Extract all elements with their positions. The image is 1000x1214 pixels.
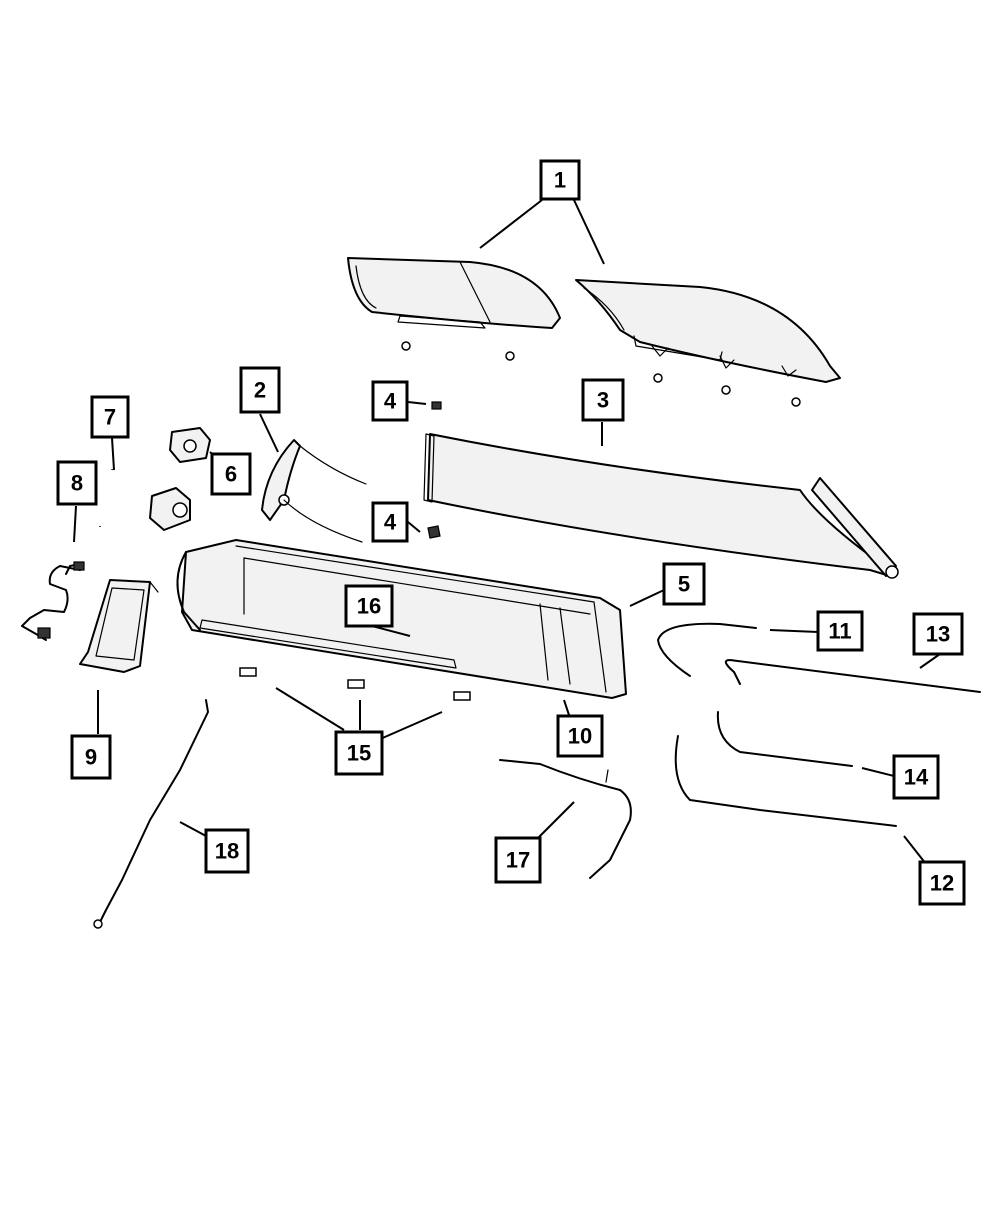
callout-14: 14 — [892, 754, 940, 800]
callout-6: 6 — [210, 452, 252, 496]
pad-middle — [347, 679, 365, 689]
callout-1-label: 1 — [554, 168, 566, 193]
callout-6-label: 6 — [225, 462, 237, 487]
callout-3: 3 — [581, 378, 625, 422]
callout-4-lower-label: 4 — [384, 510, 397, 535]
callout-8: 8 — [56, 460, 98, 506]
callout-15-label: 15 — [347, 741, 371, 766]
callout-2: 2 — [239, 366, 281, 414]
pad-left — [239, 667, 257, 677]
callout-17-label: 17 — [506, 848, 530, 873]
drain-hose-short — [98, 469, 114, 527]
drain-tube-17 — [499, 759, 632, 879]
callout-12-label: 12 — [930, 871, 954, 896]
callout-10: 10 — [556, 714, 604, 758]
callout-8-label: 8 — [71, 471, 83, 496]
callout-13-label: 13 — [926, 622, 950, 647]
callout-4-upper: 4 — [371, 380, 409, 422]
callout-18: 18 — [204, 828, 250, 874]
callout-9-label: 9 — [85, 745, 97, 770]
callout-10-label: 10 — [568, 724, 592, 749]
callout-4-upper-label: 4 — [384, 389, 397, 414]
wind-deflector — [261, 439, 367, 543]
drain-tube-13 — [724, 659, 981, 693]
callout-5-label: 5 — [678, 572, 690, 597]
callout-14-label: 14 — [904, 765, 929, 790]
drain-tube-12 — [674, 735, 897, 827]
callout-3-label: 3 — [597, 388, 609, 413]
clip-lower — [427, 525, 441, 539]
callout-16-label: 16 — [357, 594, 381, 619]
drain-tube-14 — [716, 711, 853, 767]
drain-tube-11 — [657, 622, 757, 677]
callout-4-lower: 4 — [371, 501, 409, 543]
callout-18-label: 18 — [215, 839, 239, 864]
callout-7: 7 — [90, 395, 130, 439]
drain-tube-18 — [93, 699, 209, 929]
callout-2-label: 2 — [254, 378, 266, 403]
callout-5: 5 — [662, 562, 706, 606]
callout-11-label: 11 — [828, 619, 851, 644]
callout-16: 16 — [344, 584, 394, 628]
callout-12: 12 — [918, 860, 966, 906]
pad-right — [453, 691, 471, 701]
glass-panel-front — [347, 257, 561, 361]
callout-13: 13 — [912, 612, 964, 656]
glass-panel-rear — [575, 279, 841, 407]
drive-motor-lower — [149, 487, 191, 531]
callout-1: 1 — [539, 159, 581, 201]
callout-11: 11 — [816, 610, 864, 652]
callout-15: 15 — [334, 730, 384, 776]
callout-7-label: 7 — [104, 405, 116, 430]
callout-9: 9 — [70, 734, 112, 780]
motor-bracket — [79, 579, 159, 673]
clip-upper — [431, 401, 442, 410]
sunroof-frame — [176, 539, 627, 699]
callout-17: 17 — [494, 836, 542, 884]
drive-motor-upper — [169, 427, 211, 463]
wire-harness — [21, 561, 85, 641]
sunshade — [423, 433, 899, 579]
